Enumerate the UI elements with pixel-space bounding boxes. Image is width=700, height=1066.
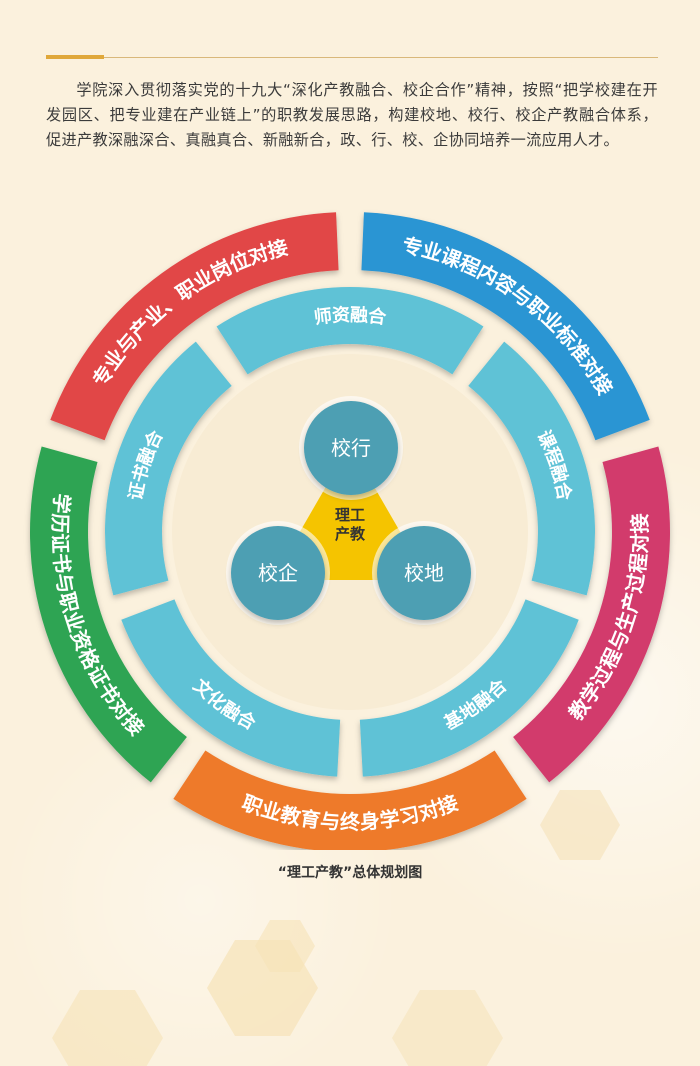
circle-xiaohang xyxy=(304,401,398,495)
middle-ring-segment-3 xyxy=(359,599,579,777)
header-divider xyxy=(46,57,658,58)
circle-xiaoqi xyxy=(231,526,325,620)
outer-ring-segment-4 xyxy=(29,446,187,783)
circle-xiaoqi-label: 校企 xyxy=(258,561,298,585)
middle-ring-segment-1 xyxy=(216,287,484,375)
center-label-line2: 产教 xyxy=(335,525,366,543)
intro-paragraph: 学院深入贯彻落实党的十九大“深化产教融合、校企合作”精神，按照“把学校建在开发园… xyxy=(46,81,658,149)
outer-ring-segment-5 xyxy=(50,212,339,441)
middle-ring-segment-4 xyxy=(121,599,341,777)
outer-ring-segment-1 xyxy=(361,212,650,441)
circle-xiaodi xyxy=(377,526,471,620)
middle-ring-segment-5 xyxy=(105,341,232,596)
outer-ring-segment-3 xyxy=(173,750,527,850)
middle-ring-label-1: 师资融合 xyxy=(313,304,389,329)
middle-ring-segment-2 xyxy=(468,341,595,596)
header-divider-accent xyxy=(46,55,104,59)
diagram-caption: “理工产教”总体规划图 xyxy=(277,865,423,881)
outer-ring-segment-2 xyxy=(513,446,671,783)
center-label-line1: 理工 xyxy=(335,506,365,524)
integration-diagram: 专业课程内容与职业标准对接教学过程与生产过程对接职业教育与终身学习对接学历证书与… xyxy=(29,212,671,850)
circle-xiaohang-label: 校行 xyxy=(331,436,371,460)
circle-xiaodi-label: 校地 xyxy=(404,561,444,585)
